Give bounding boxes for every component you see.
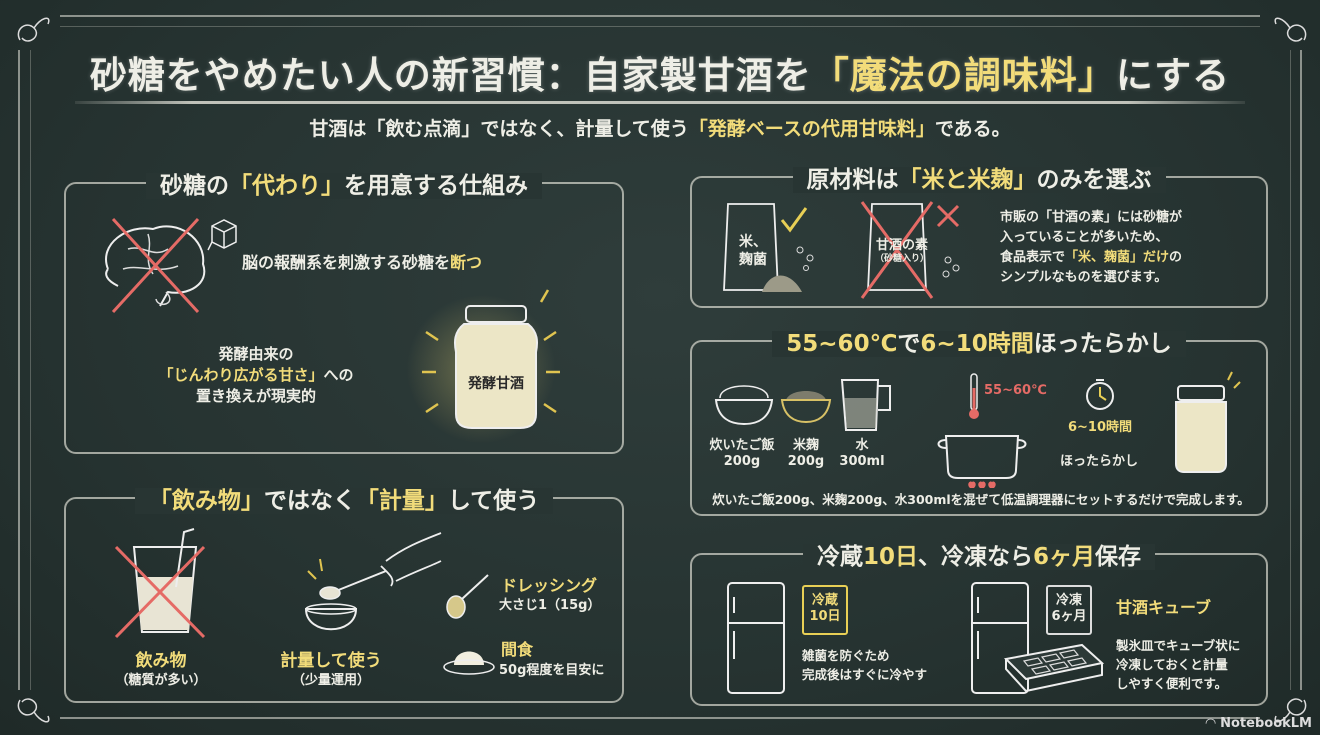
drink-label: 飲み物	[135, 651, 187, 671]
koji-bowl-icon	[780, 391, 832, 424]
frame-left	[18, 50, 20, 690]
panel-measure-title: 「飲み物」ではなく「計量」して使う	[66, 481, 622, 515]
rice-plate-icon	[443, 651, 495, 675]
panel-substitute-title: 砂糖の「代わり」を用意する仕組み	[66, 166, 622, 200]
ferment-text: 発酵由来の 「じんわり広がる甘さ」への 置き換えが現実的	[158, 345, 354, 405]
measuring-cup-icon	[840, 379, 891, 431]
jar-label: 発酵甘酒	[468, 376, 524, 392]
snack-label: 間食	[501, 640, 534, 659]
finished-jar-icon	[1175, 371, 1241, 473]
snack-sub: 50g程度を目安に	[499, 663, 605, 678]
rice-label: 炊いたご飯 200g	[709, 438, 775, 470]
brain-crossed-icon	[105, 217, 206, 314]
premix-bag-crossed-icon	[860, 201, 960, 299]
dressing-label: ドレッシング	[501, 576, 598, 595]
cube-description: 製氷皿でキューブ状に 冷凍しておくと計量 しやすく便利です。	[1116, 638, 1241, 691]
corner-flourish-icon	[1274, 698, 1307, 723]
title-divider	[75, 101, 1245, 104]
panel-ingredients: 原材料は「米と米麹」のみを選ぶ 米、 麹菌 甘酒の素 （砂糖入り） 市販の「甘酒…	[690, 167, 1268, 308]
dressing-sub: 大さじ1（15g）	[499, 598, 601, 613]
page-subtitle: 甘酒は「飲む点滴」ではなく、計量して使う「発酵ベースの代用甘味料」である。	[309, 118, 1011, 140]
water-label: 水 300ml	[839, 438, 885, 470]
teaspoon-icon	[446, 574, 489, 619]
freezer-icon	[971, 582, 1029, 694]
leave-label: ほったらかし	[1059, 454, 1138, 469]
frame-top	[60, 15, 1260, 17]
corner-flourish-icon	[17, 17, 50, 42]
glowing-jar-icon	[422, 289, 560, 429]
spoon-bowl-icon	[304, 532, 442, 631]
ice-tray-icon	[1003, 643, 1105, 693]
panel-measure: 「飲み物」ではなく「計量」して使う 飲み物 （糖質が多い） 計量して使う （少量…	[64, 488, 624, 703]
bag-good-label: 米、 麹菌	[739, 234, 767, 268]
frame-top-inner	[60, 26, 1260, 27]
rice-koji-bag-icon	[723, 203, 814, 292]
recipe-footer: 炊いたご飯200g、米麹200g、水300mlを混ぜて低温調理器にセットするだけ…	[712, 492, 1250, 507]
koji-label: 米麹 200g	[787, 438, 825, 470]
ingredients-description: 市販の「甘酒の素」には砂糖が 入っていることが多いため、 食品表示で「米、麹菌」…	[1000, 210, 1183, 286]
measure-label: 計量して使う	[280, 651, 382, 671]
pot-on-stove-icon	[937, 435, 1027, 488]
corner-flourish-icon	[17, 698, 50, 723]
title-highlight: 「魔法の調味料」	[811, 54, 1116, 97]
frame-right-inner	[1290, 50, 1291, 690]
brain-text: 脳の報酬系を刺激する砂糖を断つ	[242, 253, 483, 272]
panel-storage: 冷蔵10日、冷凍なら6ヶ月保存 冷蔵 10日 雑菌を防ぐため 完成後はすぐに冷や…	[690, 544, 1268, 706]
bag-bad-label: 甘酒の素 （砂糖入り）	[874, 238, 929, 265]
panel-storage-title: 冷蔵10日、冷凍なら6ヶ月保存	[692, 537, 1266, 571]
fridge-calendar	[802, 585, 848, 635]
sugar-cube-icon	[207, 219, 237, 251]
stopwatch-icon	[1086, 379, 1114, 410]
fridge-description: 雑菌を防ぐため 完成後はすぐに冷やす	[802, 648, 928, 682]
freezer-calendar-text: 冷凍 6ヶ月	[1051, 593, 1087, 625]
time-label: 6~10時間	[1067, 420, 1133, 435]
drink-crossed-icon	[114, 528, 206, 639]
fridge-icon	[727, 582, 785, 694]
corner-flourish-icon	[1274, 17, 1307, 42]
panel-substitute: 砂糖の「代わり」を用意する仕組み 脳の報酬系を刺激する砂糖を断つ 発酵由来の 「…	[64, 173, 624, 454]
panel-recipe: 55~60℃で6~10時間ほったらかし 炊いたご飯 200g 米麹 200g 水…	[690, 331, 1268, 516]
measure-sub: （少量運用）	[291, 673, 370, 688]
thermometer-icon	[969, 373, 979, 419]
freezer-calendar	[1046, 585, 1092, 635]
panel-recipe-title: 55~60℃で6~10時間ほったらかし	[692, 324, 1266, 358]
frame-right	[1300, 50, 1302, 690]
watermark: ◠ NotebookLM	[1205, 716, 1312, 731]
temperature-label: 55~60℃	[984, 383, 1047, 398]
notebooklm-logo-icon: ◠	[1205, 716, 1221, 731]
drink-sub: （糖質が多い）	[115, 673, 207, 688]
cube-title: 甘酒キューブ	[1116, 598, 1212, 617]
frame-bottom	[60, 717, 1260, 719]
page-title: 砂糖をやめたい人の新習慣：自家製甘酒を「魔法の調味料」にする	[89, 54, 1231, 97]
fridge-calendar-text: 冷蔵 10日	[809, 593, 841, 625]
frame-left-inner	[30, 50, 31, 690]
rice-bowl-icon	[714, 385, 774, 426]
panel-ingredients-title: 原材料は「米と米麹」のみを選ぶ	[692, 160, 1266, 194]
